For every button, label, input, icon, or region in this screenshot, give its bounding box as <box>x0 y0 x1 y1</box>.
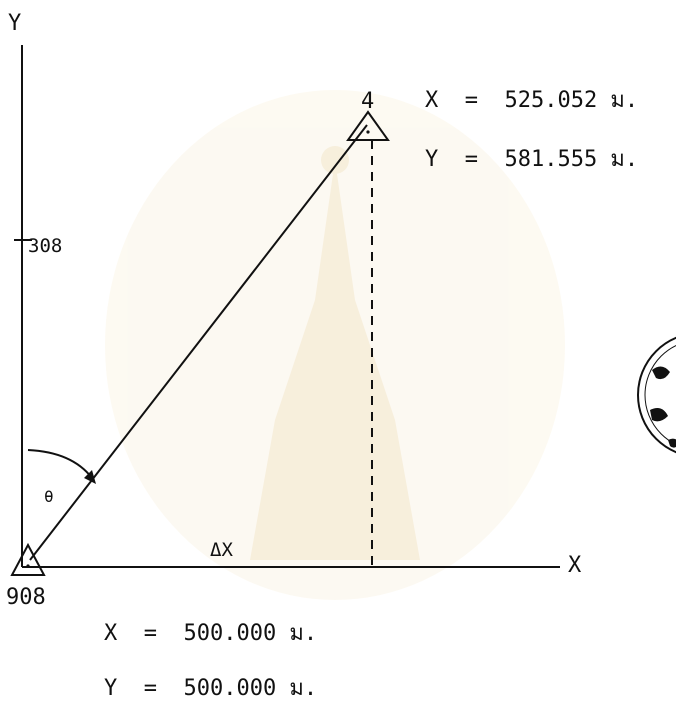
station-908-marker <box>10 542 46 576</box>
watermark-emblem <box>105 90 565 600</box>
line-908-to-4 <box>29 124 368 561</box>
delta-x-label: ΔX <box>210 539 233 561</box>
angle-arrowhead <box>84 470 96 484</box>
angle-theta-label: θ <box>44 487 54 506</box>
point4-x-coordinate: X = 525.052 ม. <box>425 88 638 113</box>
point908-y-coordinate: Y = 500.000 ม. <box>104 676 317 701</box>
station-908-label: 908 <box>6 585 46 610</box>
mark-308-label: 308 <box>28 235 62 257</box>
seal-emblem <box>637 336 676 454</box>
station-4-label: 4 <box>361 89 374 114</box>
station-4-marker <box>346 110 390 141</box>
x-axis-label: X <box>568 553 582 578</box>
angle-arc <box>27 449 93 479</box>
y-axis-label: Y <box>8 11 21 36</box>
point908-x-coordinate: X = 500.000 ม. <box>104 621 317 646</box>
point4-y-coordinate: Y = 581.555 ม. <box>425 147 638 172</box>
